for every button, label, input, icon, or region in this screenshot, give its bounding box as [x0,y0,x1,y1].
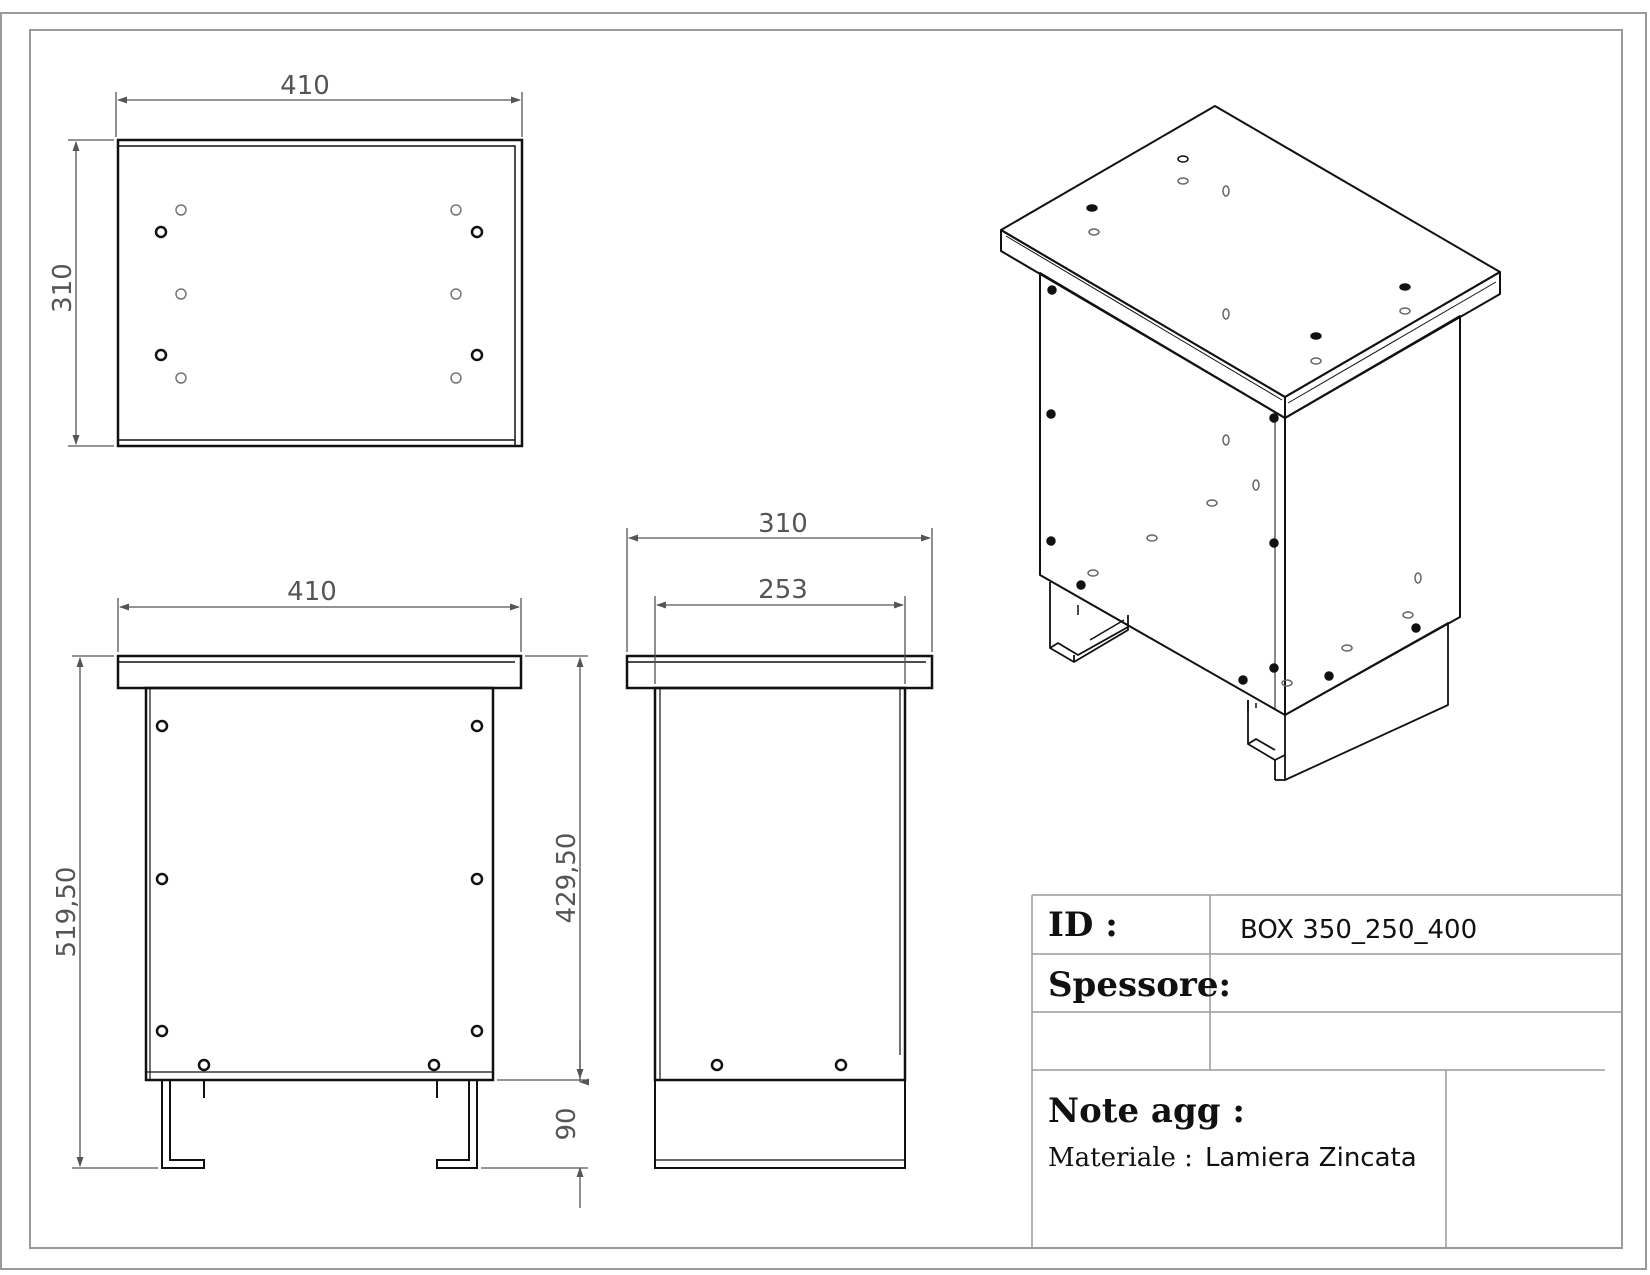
hole-icon [1269,538,1279,548]
hole-icon [197,1058,211,1072]
front-view-body [144,686,495,1082]
hole-icon [154,348,168,362]
hole-icon [470,1024,484,1038]
front-view-dimensions [72,598,588,1208]
hole-icon [1252,479,1260,491]
hole-icon [1399,283,1411,291]
hole-icon [1087,569,1099,577]
hole-icon [427,1058,441,1072]
side-view-lid [625,654,934,690]
materiale-label: Materiale : [1048,1143,1193,1173]
front-view [116,654,523,1169]
iso-body-left-face [1039,272,1286,716]
iso-lid-right-edge [1284,271,1501,419]
hole-icon [154,225,168,239]
top-view-dimensions [68,92,523,447]
front-total-height-dim: 519,50 [52,867,82,958]
hole-icon [1146,534,1158,542]
materiale-line: Materiale : Lamiera Zincata [1048,1143,1417,1173]
hole-icon [1086,204,1098,212]
hole-icon [1046,409,1056,419]
hole-icon [1281,679,1293,687]
front-foot-left [161,1080,205,1169]
hole-icon [1399,307,1411,315]
iso-body-right-face [1284,315,1461,716]
materiale-value: Lamiera Zincata [1205,1143,1417,1173]
hole-icon [1414,572,1422,584]
iso-foot-band-right [1284,622,1449,781]
hole-icon [450,204,462,216]
hole-icon [1411,623,1421,633]
side-view-dimensions [626,528,933,684]
hole-icon [1269,663,1279,673]
sheet-inner-border [29,29,1623,1249]
hole-icon [470,348,484,362]
id-value: BOX 350_250_400 [1240,915,1477,945]
top-view-plate [116,138,524,448]
top-width-dim: 410 [280,71,330,101]
hole-icon [1222,308,1230,320]
front-view-lid [116,654,523,690]
top-view [116,138,524,448]
hole-icon [1341,644,1353,652]
isometric-view [1000,105,1501,781]
side-view-body [653,686,907,1082]
title-block [1031,894,1622,1248]
side-view [625,654,934,1169]
hole-icon [1310,357,1322,365]
hole-icon [1206,499,1218,507]
hole-icon [175,204,187,216]
front-width-dim: 410 [287,577,337,607]
hole-icon [470,719,484,733]
hole-icon [1088,228,1100,236]
hole-icon [1238,675,1248,685]
front-body-height-dim: 429,50 [552,833,582,924]
hole-icon [1076,580,1086,590]
hole-icon [1324,671,1334,681]
hole-icon [155,719,169,733]
hole-icon [1177,155,1189,163]
hole-icon [710,1058,724,1072]
hole-icon [1310,332,1322,340]
hole-icon [1402,611,1414,619]
hole-icon [1269,413,1279,423]
front-feet-height-dim: 90 [552,1107,582,1140]
hole-icon [1046,536,1056,546]
hole-icon [1177,177,1189,185]
hole-icon [834,1058,848,1072]
side-inner-width-dim: 253 [758,575,808,605]
hole-icon [450,372,462,384]
hole-icon [155,872,169,886]
spessore-label: Spessore: [1048,965,1231,1005]
hole-icon [155,1024,169,1038]
side-view-foot [654,1079,906,1169]
hole-icon [1222,434,1230,446]
top-view-flange [118,145,516,446]
hole-icon [175,372,187,384]
front-foot-right [436,1080,478,1169]
id-label: ID : [1048,905,1118,945]
hole-icon [1222,185,1230,197]
hole-icon [470,225,484,239]
hole-icon [470,872,484,886]
sheet-outer-border [0,12,1647,1270]
iso-lid-top [1000,105,1501,398]
iso-foot-left [1049,582,1129,663]
top-depth-dim: 310 [48,263,78,313]
hole-icon [450,288,462,300]
side-outer-width-dim: 310 [758,509,808,539]
note-label: Note agg : [1048,1091,1245,1131]
iso-foot-right [1247,700,1286,761]
hole-icon [175,288,187,300]
hole-icon [1047,285,1057,295]
